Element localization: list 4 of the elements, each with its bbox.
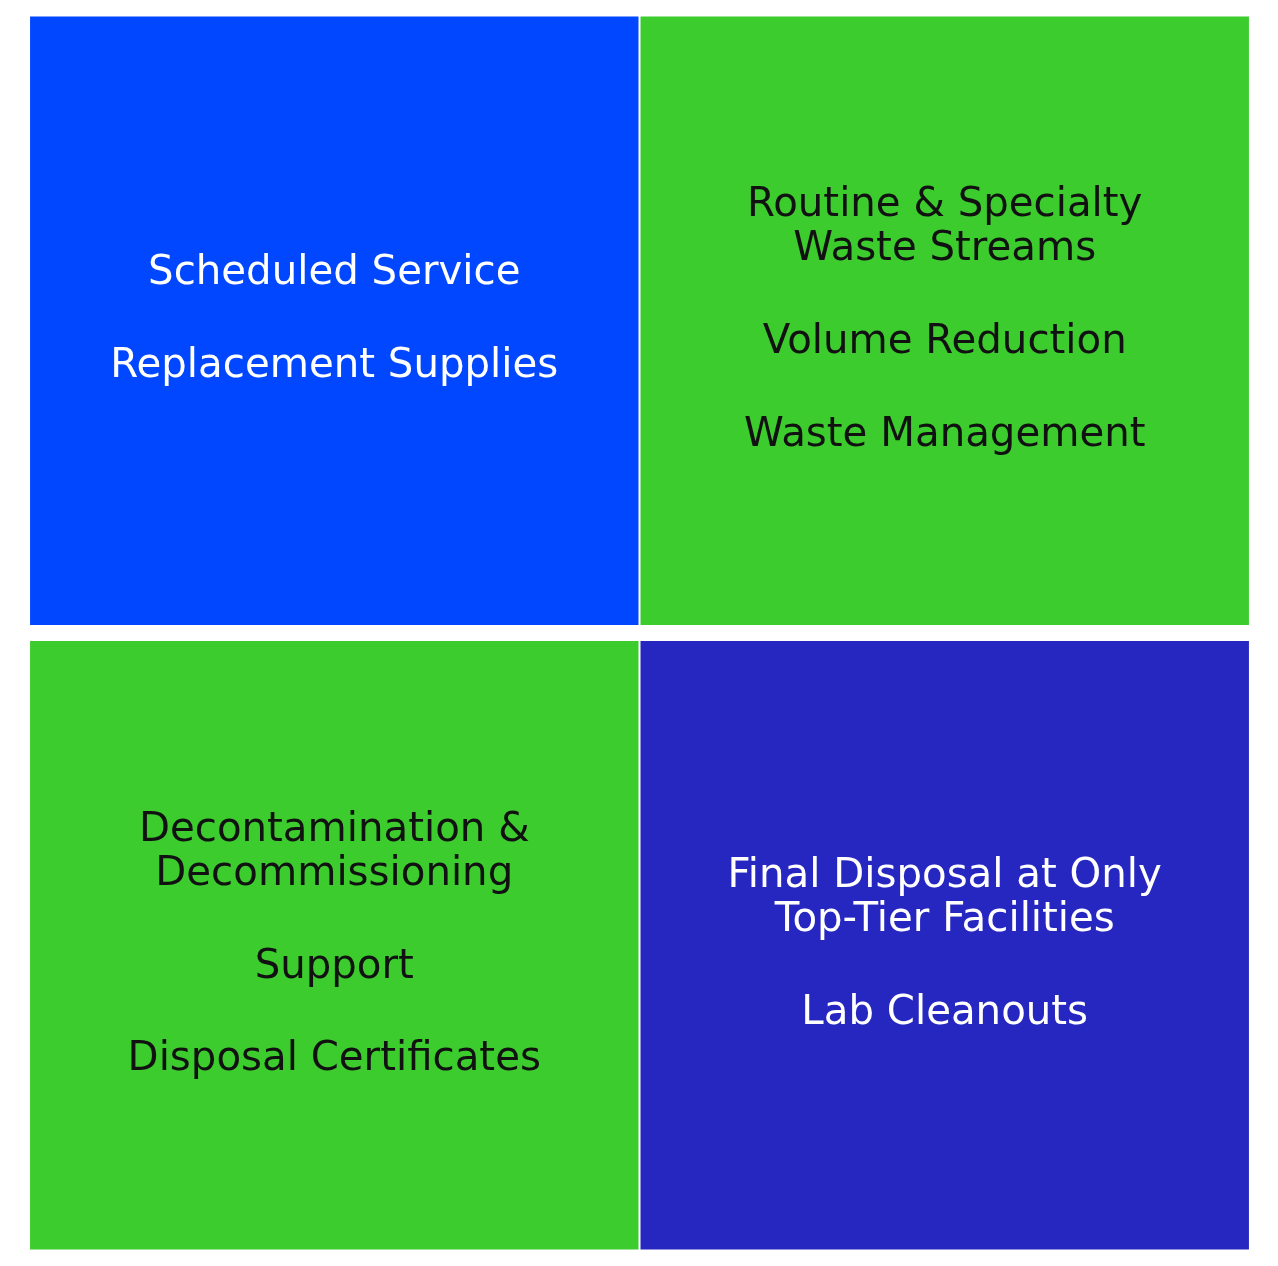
node-box: Decontamination & Decommissioning Support Disposal Certificates [29,641,638,1250]
node-box: Routine & Specialty Waste Streams Volume Reduction Waste Management [640,16,1249,625]
node-box: Final Disposal at Only Top-Tier Facilities Lab Cleanouts [640,641,1249,1250]
node-box: Scheduled Service Replacement Supplies [29,16,638,625]
